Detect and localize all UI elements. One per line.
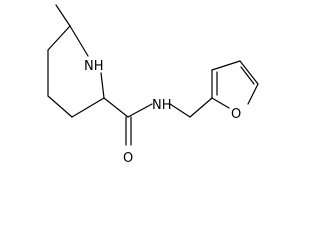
bond-c2-n1: [100, 72, 105, 99]
bond-c3f-c4f: [211, 60, 241, 71]
atom-label-amide-nh: NH: [152, 98, 172, 113]
bond-c2-carbonyl: [103, 97, 129, 118]
bond-n1-c6: [69, 25, 89, 57]
bond-ch2-c2f: [189, 97, 213, 118]
atom-label-ring-nh: NH: [84, 59, 104, 74]
bond-n-ch2: [169, 103, 191, 118]
amide-group: [103, 97, 191, 146]
bond-c3-c2: [71, 97, 105, 118]
bond-carbonyl-n: [127, 103, 153, 118]
bond-c4f-c5f: [239, 60, 259, 85]
bond-c6-c5: [47, 25, 71, 51]
molecule-drawing: NH NH O O: [47, 4, 259, 166]
piperidine-ring: [47, 25, 105, 118]
bond-o-c2f: [211, 97, 230, 109]
bond-c4-c3: [47, 95, 73, 118]
structure-diagram: NH NH O O: [47, 4, 259, 166]
bond-c4f-c5f-inner: [240, 66, 255, 85]
atom-label-carbonyl-o: O: [123, 151, 133, 166]
bond-c5f-o: [247, 83, 259, 105]
bond-methyl: [55, 4, 71, 27]
atom-label-furan-o: O: [231, 107, 241, 122]
furan-ring: [189, 60, 259, 118]
